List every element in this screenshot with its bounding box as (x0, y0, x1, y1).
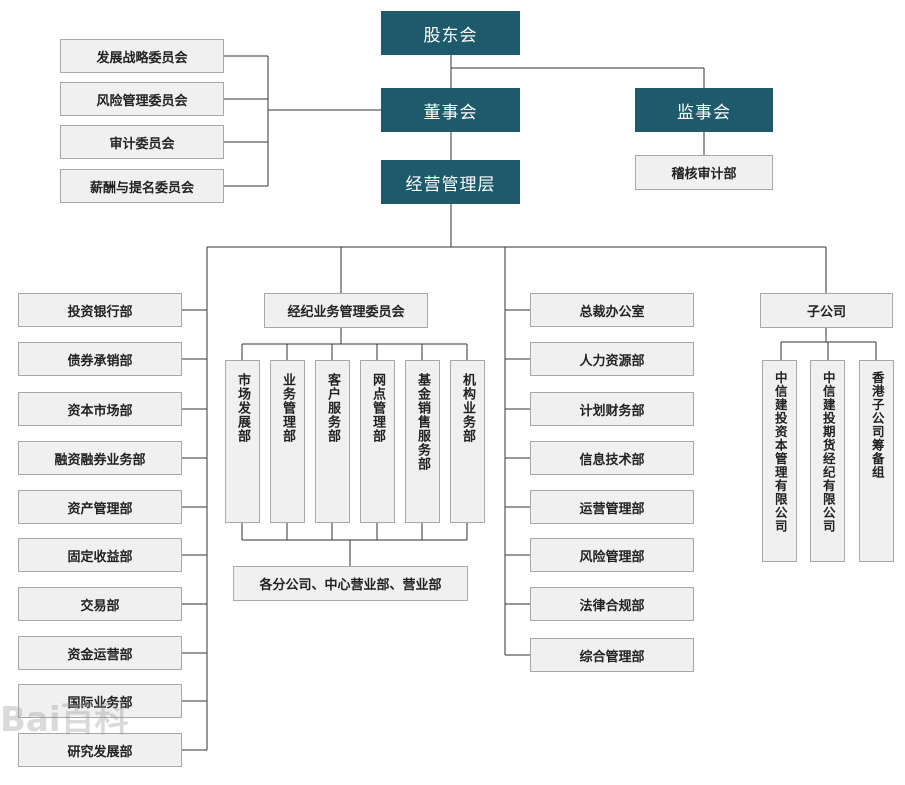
brokerage-unit-market: 市场发展部 (225, 360, 260, 523)
shareholders-box: 股东会 (381, 11, 520, 55)
brokerage-unit-business: 业务管理部 (270, 360, 305, 523)
dept-bond-underwriting: 债券承销部 (18, 342, 182, 376)
committee-compensation: 薪酬与提名委员会 (60, 169, 224, 203)
dept-legal-compliance: 法律合规部 (530, 587, 694, 621)
dept-risk-management: 风险管理部 (530, 538, 694, 572)
supervisors-box: 监事会 (635, 88, 773, 132)
subsidiary-hongkong: 香港子公司筹备组 (859, 360, 894, 562)
dept-trading: 交易部 (18, 587, 182, 621)
dept-international: 国际业务部 (18, 684, 182, 718)
dept-finance: 计划财务部 (530, 392, 694, 426)
brokerage-committee-box: 经纪业务管理委员会 (264, 293, 428, 328)
dept-asset-management: 资产管理部 (18, 490, 182, 524)
brokerage-unit-outlet: 网点管理部 (360, 360, 395, 523)
branches-box: 各分公司、中心营业部、营业部 (233, 566, 468, 601)
subsidiary-futures: 中信建投期货经纪有限公司 (810, 360, 845, 562)
brokerage-unit-fund: 基金销售服务部 (405, 360, 440, 523)
dept-operations: 运营管理部 (530, 490, 694, 524)
committee-audit: 审计委员会 (60, 125, 224, 159)
dept-it: 信息技术部 (530, 441, 694, 475)
dept-president-office: 总裁办公室 (530, 293, 694, 327)
dept-capital-markets: 资本市场部 (18, 392, 182, 426)
committee-risk: 风险管理委员会 (60, 82, 224, 116)
dept-investment-banking: 投资银行部 (18, 293, 182, 327)
audit-dept-box: 稽核审计部 (635, 155, 773, 190)
dept-fixed-income: 固定收益部 (18, 538, 182, 572)
brokerage-unit-client: 客户服务部 (315, 360, 350, 523)
brokerage-unit-institution: 机构业务部 (450, 360, 485, 523)
dept-hr: 人力资源部 (530, 342, 694, 376)
board-box: 董事会 (381, 88, 520, 132)
management-box: 经营管理层 (381, 160, 520, 204)
dept-treasury: 资金运营部 (18, 636, 182, 670)
dept-margin-financing: 融资融券业务部 (18, 441, 182, 475)
watermark-logo: Bai百科 (0, 700, 129, 740)
subsidiary-capital: 中信建投资本管理有限公司 (762, 360, 797, 562)
subsidiaries-box: 子公司 (760, 293, 893, 328)
dept-research: 研究发展部 (18, 733, 182, 767)
dept-general-admin: 综合管理部 (530, 638, 694, 672)
committee-strategy: 发展战略委员会 (60, 39, 224, 73)
